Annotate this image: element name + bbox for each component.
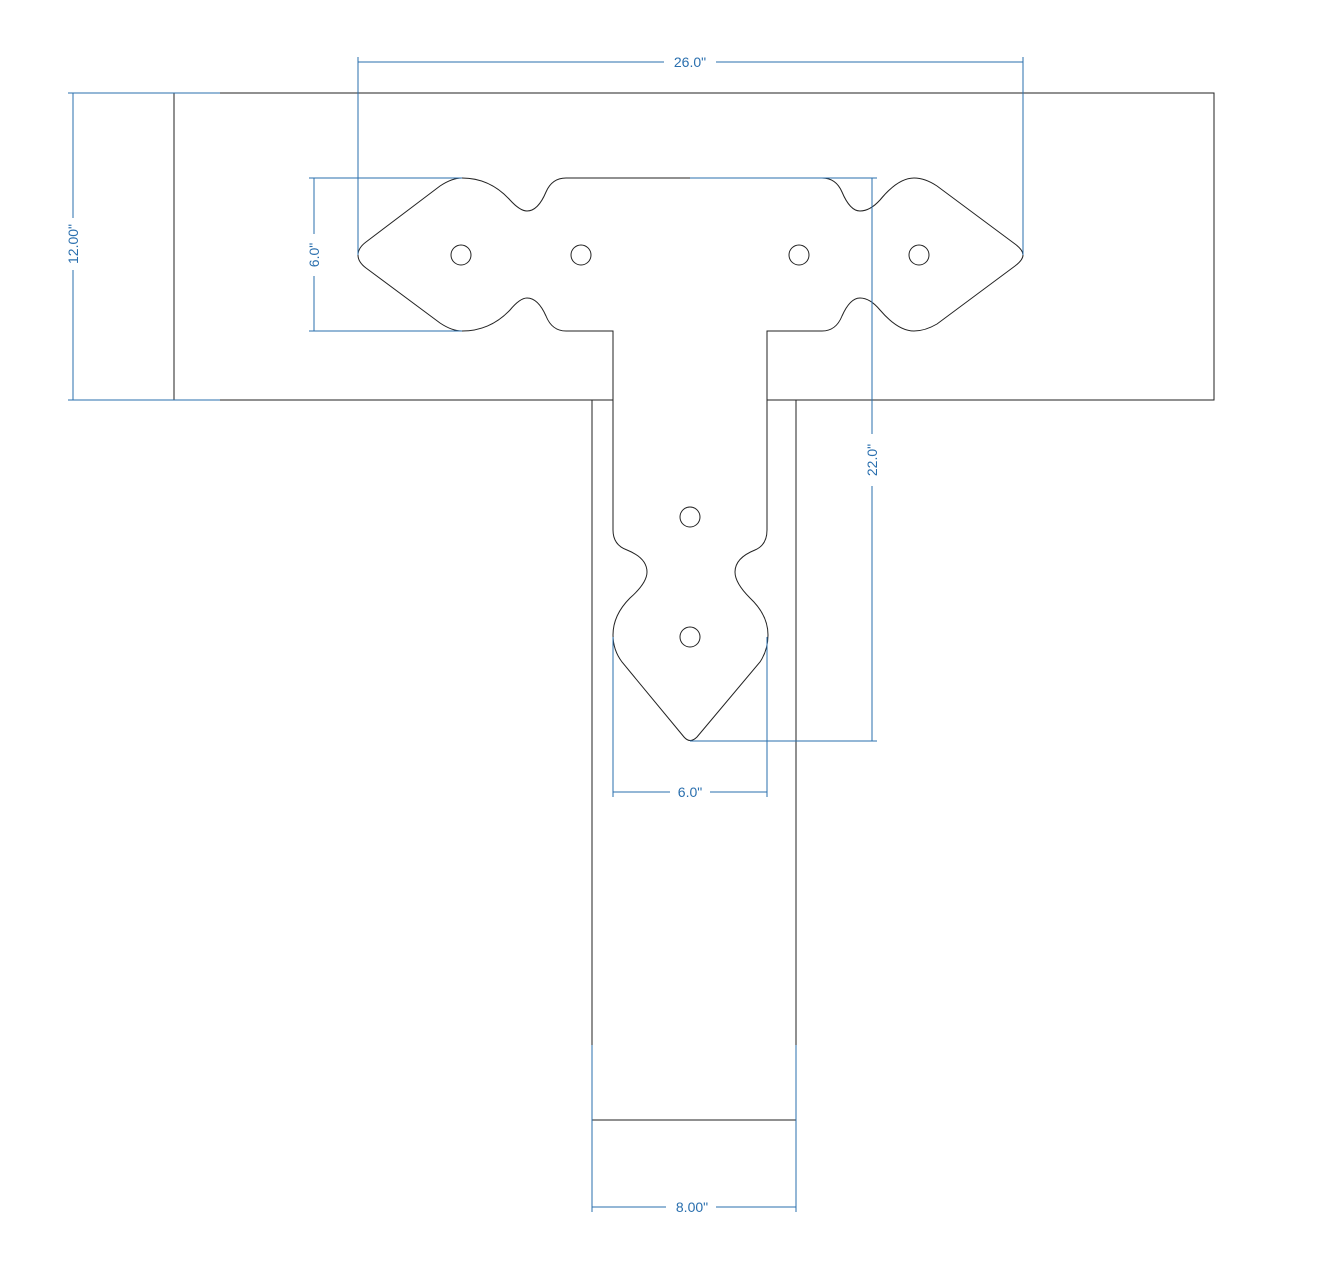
dimension-post-width: 8.00" (591, 1045, 797, 1215)
dimension-label: 6.0" (678, 784, 702, 800)
dimension-arm-height: 6.0" (306, 177, 462, 332)
dimension-label: 22.0" (864, 444, 880, 476)
dimension-beam-height: 12.00" (65, 92, 220, 401)
bolt-hole (450, 244, 472, 266)
bolt-hole (570, 244, 592, 266)
dimension-stem-width: 6.0" (612, 637, 768, 800)
bolt-hole (788, 244, 810, 266)
dimension-top-width: 26.0" (357, 54, 1024, 255)
bolt-hole (908, 244, 930, 266)
t-bracket-plate (357, 177, 1024, 741)
bolt-hole (679, 626, 701, 648)
dimension-label: 8.00" (676, 1199, 708, 1215)
bolt-hole (679, 506, 701, 528)
dimension-label: 6.0" (306, 243, 322, 267)
dimension-label: 26.0" (674, 54, 706, 70)
dimension-label: 12.00" (65, 224, 81, 264)
dimension-stem-length: 22.0" (690, 177, 880, 742)
